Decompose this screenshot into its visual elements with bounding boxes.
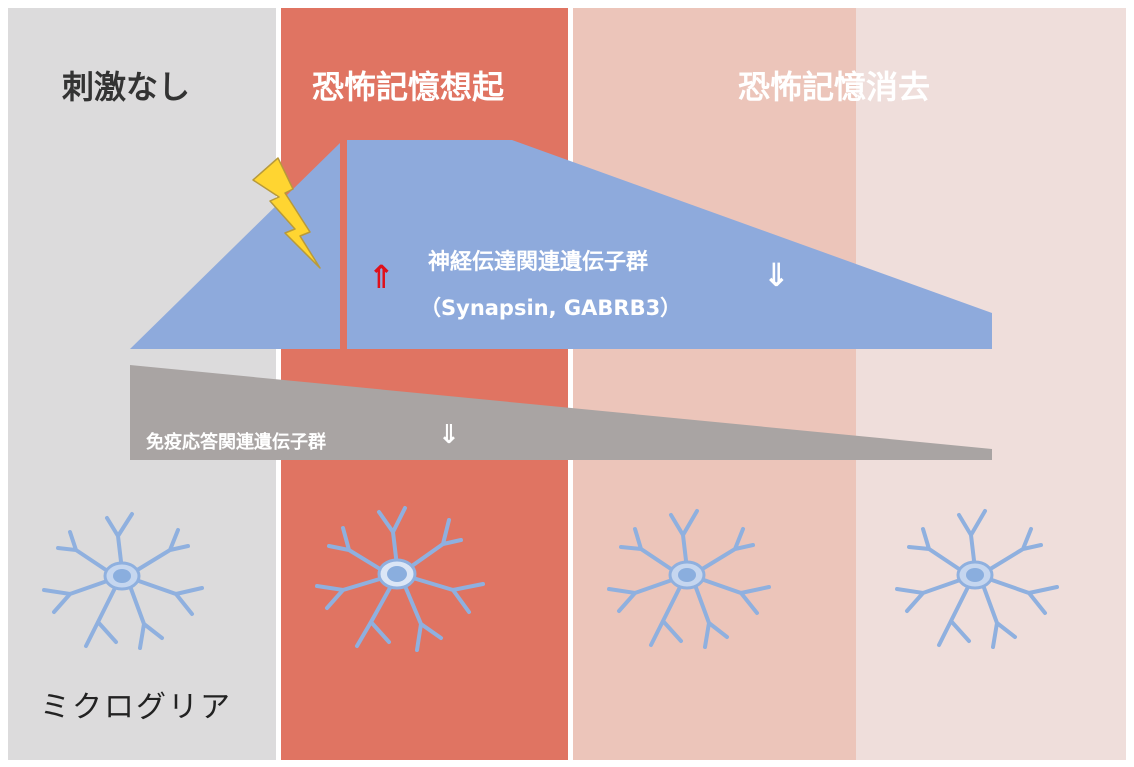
neuro-genes-label: 神経伝達関連遺伝子群 — [428, 250, 649, 275]
microglia-icon — [895, 509, 1059, 649]
column-fear-extinction-late-bg — [856, 8, 1126, 760]
microglia-icon — [42, 512, 204, 650]
header-fear-extinction: 恐怖記憶消去 — [738, 68, 931, 106]
header-no-stimulus: 刺激なし — [62, 68, 191, 106]
neuro-genes-up-arrow: ⇑ — [368, 258, 395, 296]
microglia-label: ミクログリア — [40, 690, 232, 725]
microglia-icon — [607, 509, 771, 649]
column-fear-recall-bg — [281, 8, 568, 760]
column-fear-extinction-bg — [573, 8, 856, 760]
immune-gene-band — [130, 365, 992, 460]
header-fear-recall: 恐怖記憶想起 — [312, 68, 505, 106]
neuro-genes-down-arrow: ⇓ — [763, 256, 790, 294]
lightning-bolt-icon — [252, 157, 321, 269]
immune-genes-label: 免疫応答関連遺伝子群 — [146, 432, 326, 453]
neuro-gene-band-rise — [130, 143, 340, 349]
immune-genes-down-arrow: ⇓ — [438, 420, 460, 450]
neuro-gene-band-decline — [347, 140, 992, 349]
neuro-genes-examples: （Synapsin, GABRB3） — [420, 296, 682, 320]
microglia-icon — [315, 506, 485, 652]
